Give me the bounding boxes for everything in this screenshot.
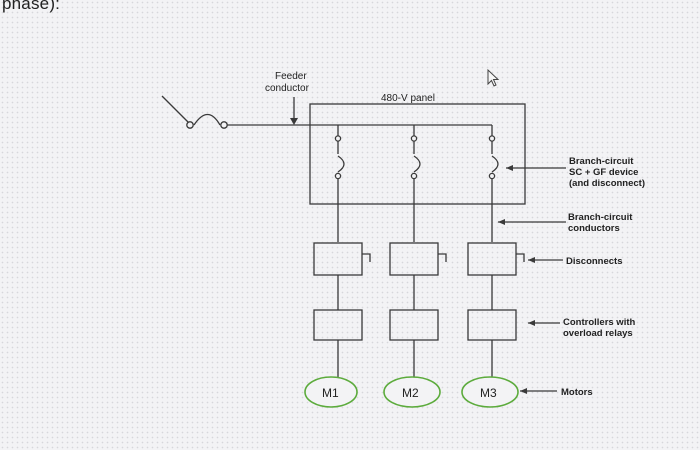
motor-m2: [383, 376, 441, 408]
annotation-branch-device-line3: (and disconnect): [569, 178, 645, 189]
controller-box-2: [389, 309, 439, 341]
annotation-branch-device-line2: SC + GF device: [569, 167, 638, 178]
branch-device-1: [337, 155, 345, 173]
feeder-arrowhead: [290, 118, 298, 125]
feeder-label-line1: Feeder: [275, 71, 307, 82]
switch-contact-left: [186, 121, 194, 129]
arrowhead-controllers: [528, 320, 535, 326]
branch-device-2: [413, 155, 421, 173]
disconnect-box-3: [467, 242, 517, 276]
annotation-controllers-line1: Controllers with: [563, 317, 636, 328]
motor-label-m1: M1: [322, 386, 339, 400]
arrowhead-branch-conductors: [498, 219, 505, 225]
motor-label-m2: M2: [402, 386, 419, 400]
motor-m1: [304, 376, 358, 408]
feeder-label-line2: conductor: [265, 83, 310, 94]
disconnect-box-2: [389, 242, 439, 276]
annotation-motors: Motors: [561, 387, 593, 398]
disconnect-box-1: [313, 242, 363, 276]
controller-box-1: [313, 309, 363, 341]
annotation-branch-device-line1: Branch-circuit: [569, 156, 634, 167]
panel-label: 480-V panel: [381, 93, 435, 104]
arrowhead-motors: [520, 388, 527, 394]
switch-contact-right: [220, 121, 228, 129]
controller-box-3: [467, 309, 517, 341]
annotation-controllers-line2: overload relays: [563, 328, 633, 339]
panel-box: [309, 103, 526, 205]
incoming-switch-blade: [161, 95, 189, 123]
branch-device-3: [491, 155, 499, 173]
arrowhead-branch-device: [506, 165, 513, 171]
arrowhead-disconnects: [528, 257, 535, 263]
annotation-branch-conductors-line1: Branch-circuit: [568, 212, 633, 223]
annotation-disconnects: Disconnects: [566, 256, 623, 267]
main-protective-device: [193, 113, 221, 126]
annotation-branch-conductors-line2: conductors: [568, 223, 620, 234]
cursor-icon: [487, 68, 500, 87]
motor-label-m3: M3: [480, 386, 497, 400]
cropped-top-text: phase):: [2, 0, 61, 13]
motor-m3: [461, 376, 519, 408]
